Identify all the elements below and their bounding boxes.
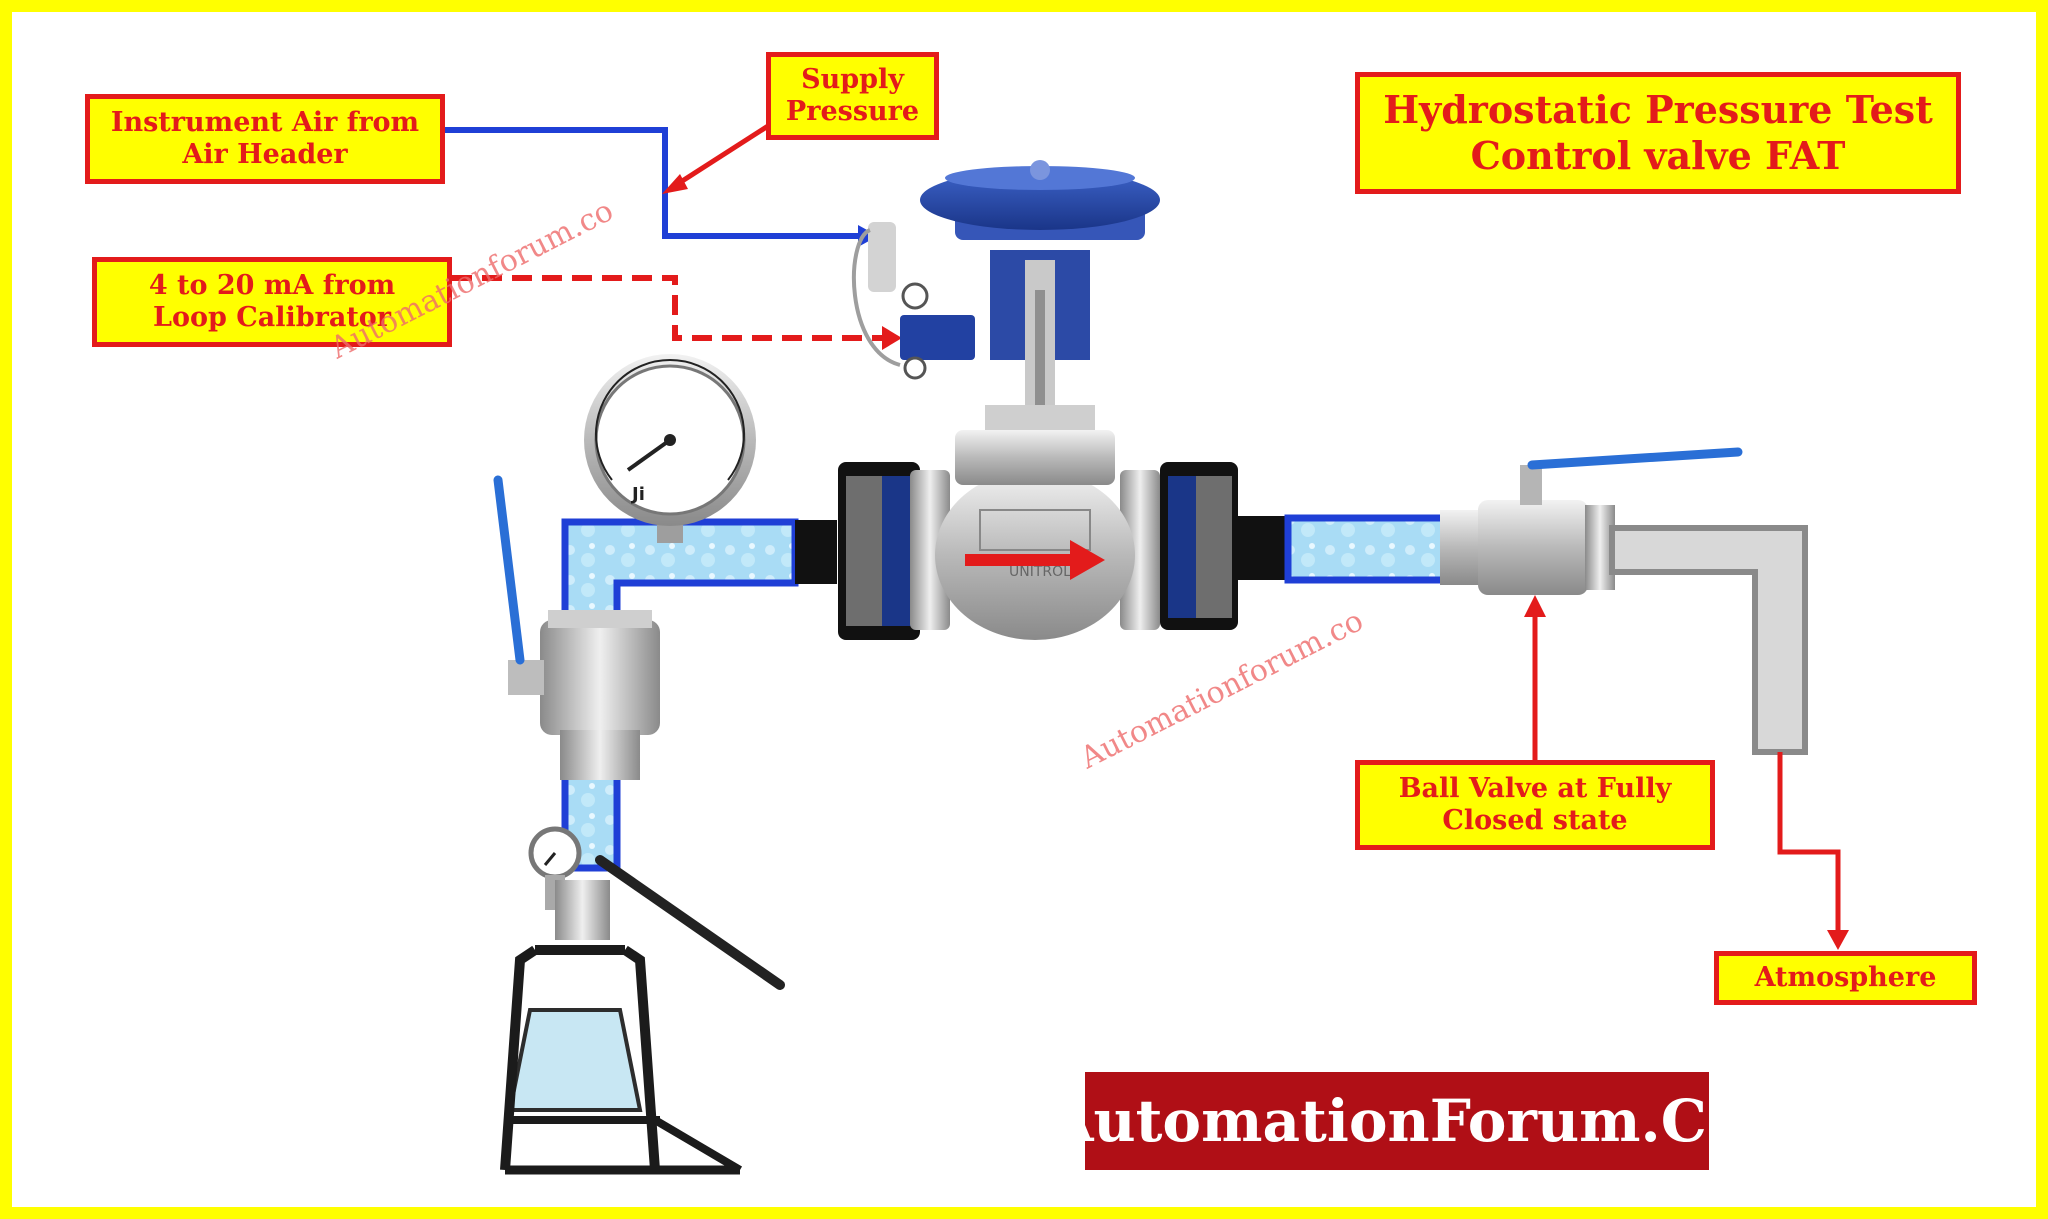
instrument-air-line bbox=[445, 127, 865, 239]
ball-valve-state-line-1: Ball Valve at Fully bbox=[1398, 772, 1672, 804]
ball-valve-arrow-icon bbox=[1524, 595, 1546, 617]
supply-pressure-pointer bbox=[674, 123, 770, 188]
signal-arrow-icon bbox=[882, 326, 902, 350]
loop-calibrator-line-2: Loop Calibrator bbox=[152, 302, 392, 333]
supply-pressure-line-2: Pressure bbox=[785, 96, 920, 127]
flange-icon bbox=[1160, 462, 1238, 630]
atmosphere-pointer bbox=[1777, 752, 1841, 935]
title-line-2: Control valve FAT bbox=[1470, 133, 1846, 178]
supply-pressure-line-1: Supply bbox=[801, 63, 904, 95]
valve-label: UNITROL bbox=[1009, 564, 1071, 580]
hand-pump-icon bbox=[500, 826, 785, 1175]
ball-valve-icon bbox=[1440, 447, 1743, 595]
gauge-brand-label: Ji bbox=[630, 484, 645, 505]
flow-arrow-icon bbox=[1070, 540, 1105, 580]
supply-pointer-arrow-icon bbox=[662, 174, 688, 194]
instrument-air-line-1: Instrument Air from bbox=[110, 106, 420, 138]
control-valve-icon bbox=[851, 160, 1160, 435]
ball-valve-state-label: Ball Valve at Fully Closed state bbox=[1355, 760, 1715, 850]
pressure-gauge-icon: Ji bbox=[584, 354, 756, 543]
loop-calibrator-line-1: 4 to 20 mA from bbox=[148, 269, 396, 301]
supply-pressure-label: Supply Pressure bbox=[766, 52, 939, 140]
ball-valve-state-line-2: Closed state bbox=[1442, 805, 1628, 836]
signal-line bbox=[452, 275, 885, 341]
brand-banner: AutomationForum.Co bbox=[1048, 1072, 1746, 1170]
loop-calibrator-label: 4 to 20 mA from Loop Calibrator bbox=[92, 257, 452, 347]
ball-valve-icon bbox=[493, 475, 660, 780]
flange-icon bbox=[838, 462, 920, 640]
atmosphere-label: Atmosphere bbox=[1714, 951, 1977, 1005]
title-line-1: Hydrostatic Pressure Test bbox=[1383, 87, 1933, 133]
atmosphere-arrow-icon bbox=[1827, 930, 1849, 950]
diagram-title: Hydrostatic Pressure Test Control valve … bbox=[1355, 72, 1961, 194]
instrument-air-label: Instrument Air from Air Header bbox=[85, 94, 445, 184]
atmosphere-text: Atmosphere bbox=[1754, 961, 1937, 993]
coupling-left bbox=[795, 520, 837, 584]
vent-pipe bbox=[1609, 525, 1808, 755]
instrument-air-line-2: Air Header bbox=[182, 139, 348, 170]
outlet-pipe-water bbox=[1284, 514, 1462, 584]
coupling-right bbox=[1238, 516, 1288, 580]
